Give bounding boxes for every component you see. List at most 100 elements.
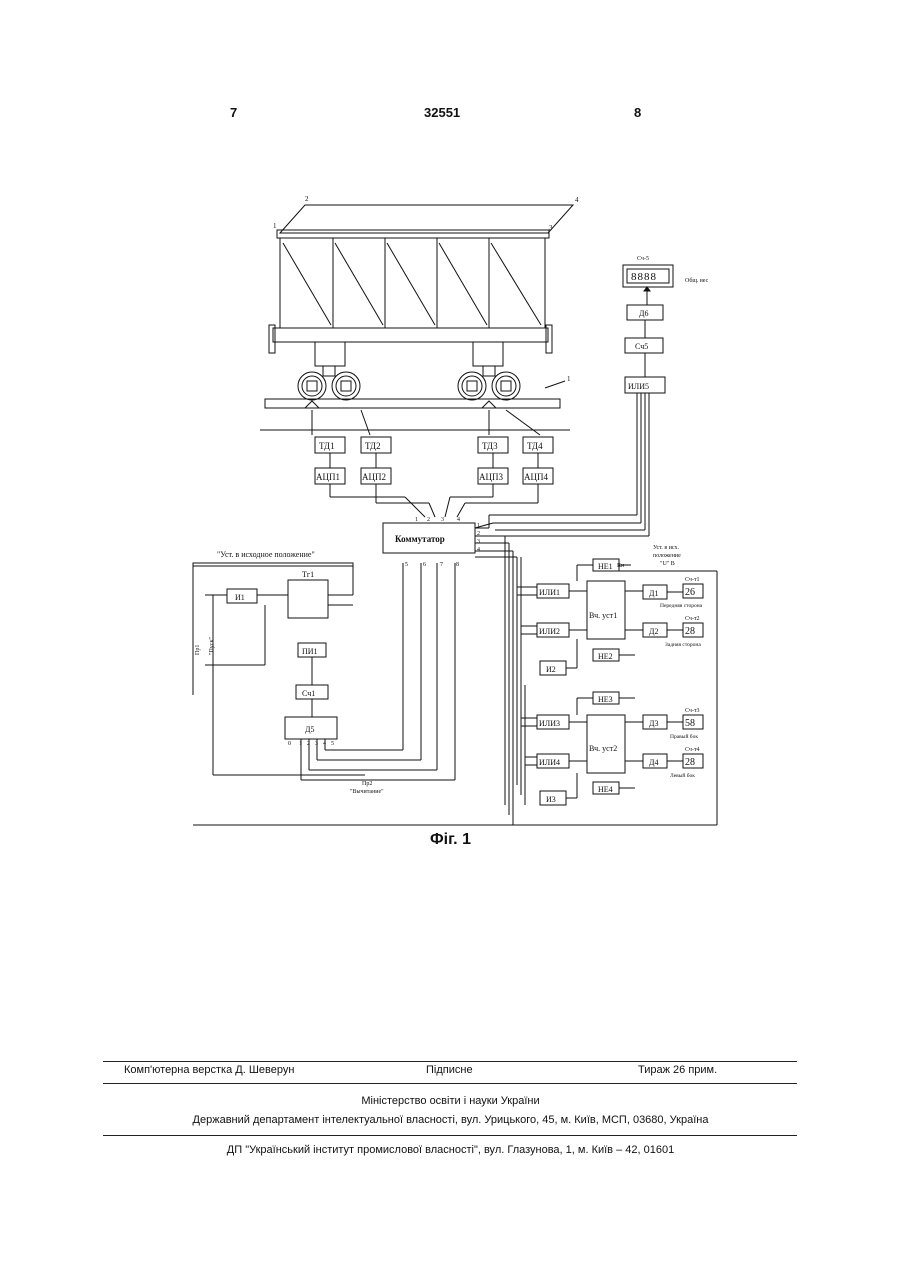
sensor-td1: ТД1 [319,441,335,451]
sch1-label: Сч1 [302,689,315,698]
page-number-left: 7 [230,105,237,120]
ne1-label: НЕ1 [598,562,613,571]
car-brace [439,243,487,325]
sensor-row [315,437,553,517]
footer-signed: Підписне [426,1064,473,1076]
reset-title: "Уст. в исходное положение" [217,550,315,559]
commutator-in-2: 2 [427,517,430,523]
cnt3-label: Сч-т3 [685,708,700,714]
total-weight-caption: Общ. вес [685,277,709,284]
footer-ministry: Міністерство освіти і науки України [0,1095,901,1107]
d5-out-0: 0 [288,741,291,747]
pi1-label: ПИ1 [302,647,318,656]
i2-label: И2 [546,665,556,674]
wheel [462,376,482,396]
cnt4-caption: Левый бок [670,772,695,779]
cnt3-digits: 58 [685,718,695,729]
vch1-label: Вч. уст1 [589,611,617,620]
footer-rule-top [103,1061,797,1062]
car-brace [491,243,541,325]
footer-department: Державний департамент інтелектуальної вл… [0,1114,901,1126]
adc-4: АЦП4 [524,472,548,482]
car-buffer-left [269,325,275,353]
car-buffer-right [546,325,552,353]
car-brace [387,243,435,325]
adc-2: АЦП2 [362,472,386,482]
pr2-note: "Вычитание" [350,789,384,795]
or1-label: ИЛИ1 [539,588,560,597]
commutator-out-3: 3 [477,539,480,545]
figure-caption: Фіг. 1 [0,831,901,849]
callout-rail: 1 [567,375,571,383]
cnt4-label: Сч-т4 [685,747,700,753]
or2-label: ИЛИ2 [539,627,560,636]
d3-label: Д3 [649,719,658,728]
footer-rule-bottom [103,1135,797,1136]
sensor-td4: ТД4 [527,441,543,451]
callout-2: 2 [305,195,309,203]
wheel-hub [467,381,477,391]
callout-4: 4 [575,196,579,204]
pr1-label: Пр1 [195,645,201,655]
i1-label: И1 [235,593,245,602]
or4-label: ИЛИ4 [539,758,560,767]
sensor-td2: ТД2 [365,441,381,451]
sensor-td3: ТД3 [482,441,498,451]
wheel-hub [307,381,317,391]
car-brace [283,243,331,325]
adc-1: АЦП1 [316,472,340,482]
bogie-left [315,342,345,366]
bogie-right [473,342,503,366]
commutator-out-4: 4 [477,547,480,553]
ne3-label: НЕ3 [598,695,613,704]
ne4-label: НЕ4 [598,785,613,794]
wheel [496,376,516,396]
wheel-hub [501,381,511,391]
d2-label: Д2 [649,627,658,636]
d1-label: Д1 [649,589,658,598]
total-counter-label: Сч-5 [637,256,649,262]
car-brace [335,243,383,325]
ust-note-3: "U" В [660,561,675,567]
commutator-label: Коммутатор [395,534,445,544]
footer-institute: ДП "Український інститут промислової вла… [0,1144,901,1156]
callout-3: 3 [549,224,553,232]
commutator-ctrl-8: 8 [456,562,459,568]
cnt1-label: Сч-т1 [685,577,700,583]
ust-note-2: положение [653,553,681,559]
d5-label: Д5 [305,725,314,734]
i3-label: И3 [546,795,556,804]
bogie-box-right [483,366,495,376]
wheel-hub [341,381,351,391]
adc-3: АЦП3 [479,472,503,482]
sch5-label: Сч5 [635,342,648,351]
d4-label: Д4 [649,758,658,767]
left-frame [193,563,353,566]
callout-1: 1 [273,222,277,230]
ne2-label: НЕ2 [598,652,613,661]
figure-1-diagram: 2 4 1 3 1 ТД1 ТД2 ТД3 ТД4 АЦП1 [165,185,745,855]
vch2-label: Вч. уст2 [589,744,617,753]
commutator-in-1: 1 [415,517,418,523]
car-body [280,238,545,328]
total-display-digits: 8888 [631,271,657,283]
cnt2-label: Сч-т2 [685,616,700,622]
wheel [302,376,322,396]
bogie-box-left [323,366,335,376]
tr1-block [288,580,328,618]
cnt4-digits: 28 [685,757,695,768]
commutator-ctrl-6: 6 [423,562,426,568]
d6-label: Д6 [639,309,648,318]
car-top-chord [277,230,549,238]
commutator-output-wiring [475,393,649,825]
sensor-mount [482,401,496,408]
d5-out-5: 5 [331,741,334,747]
footer-circulation: Тираж 26 прим. [638,1064,717,1076]
page-number-right: 8 [634,105,641,120]
footer-typesetter: Комп'ютерна верстка Д. Шеверун [124,1064,294,1076]
wheel [336,376,356,396]
cnt1-digits: 26 [685,587,695,598]
patent-number: 32551 [424,105,460,120]
cnt2-caption: Задняя сторона [665,642,701,648]
footer-rule-middle [103,1083,797,1084]
